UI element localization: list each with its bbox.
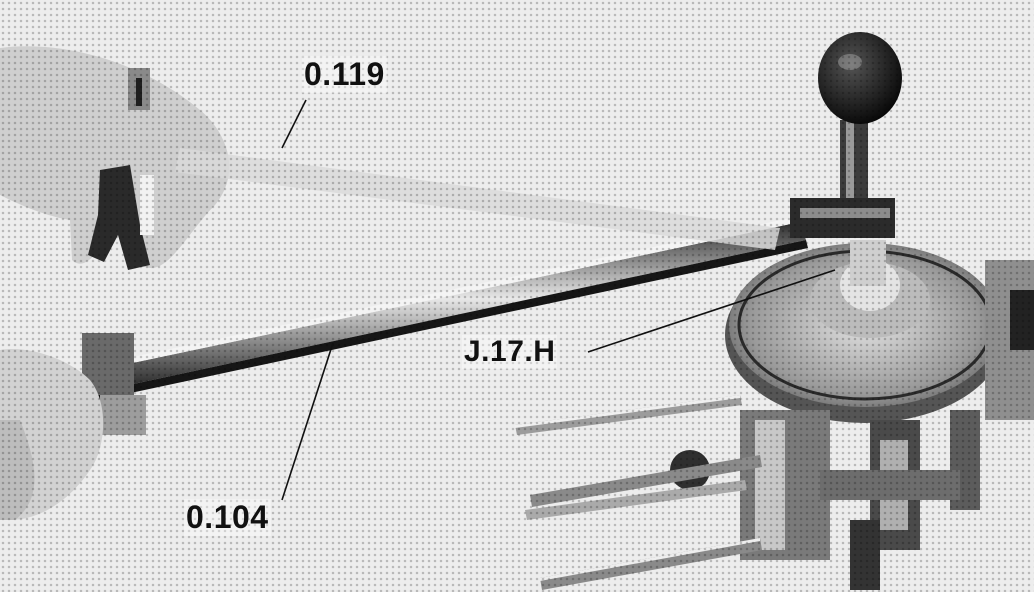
callout-tool-bar: 0.104 [184, 499, 271, 536]
leader-line-0119 [281, 99, 307, 149]
leader-lines [281, 99, 836, 501]
callout-flywheel-tool: J.17.H [462, 335, 558, 369]
callout-tool-handle: 0.119 [302, 56, 387, 93]
leader-line-j17h [587, 269, 836, 353]
leader-line-0104 [281, 342, 334, 501]
